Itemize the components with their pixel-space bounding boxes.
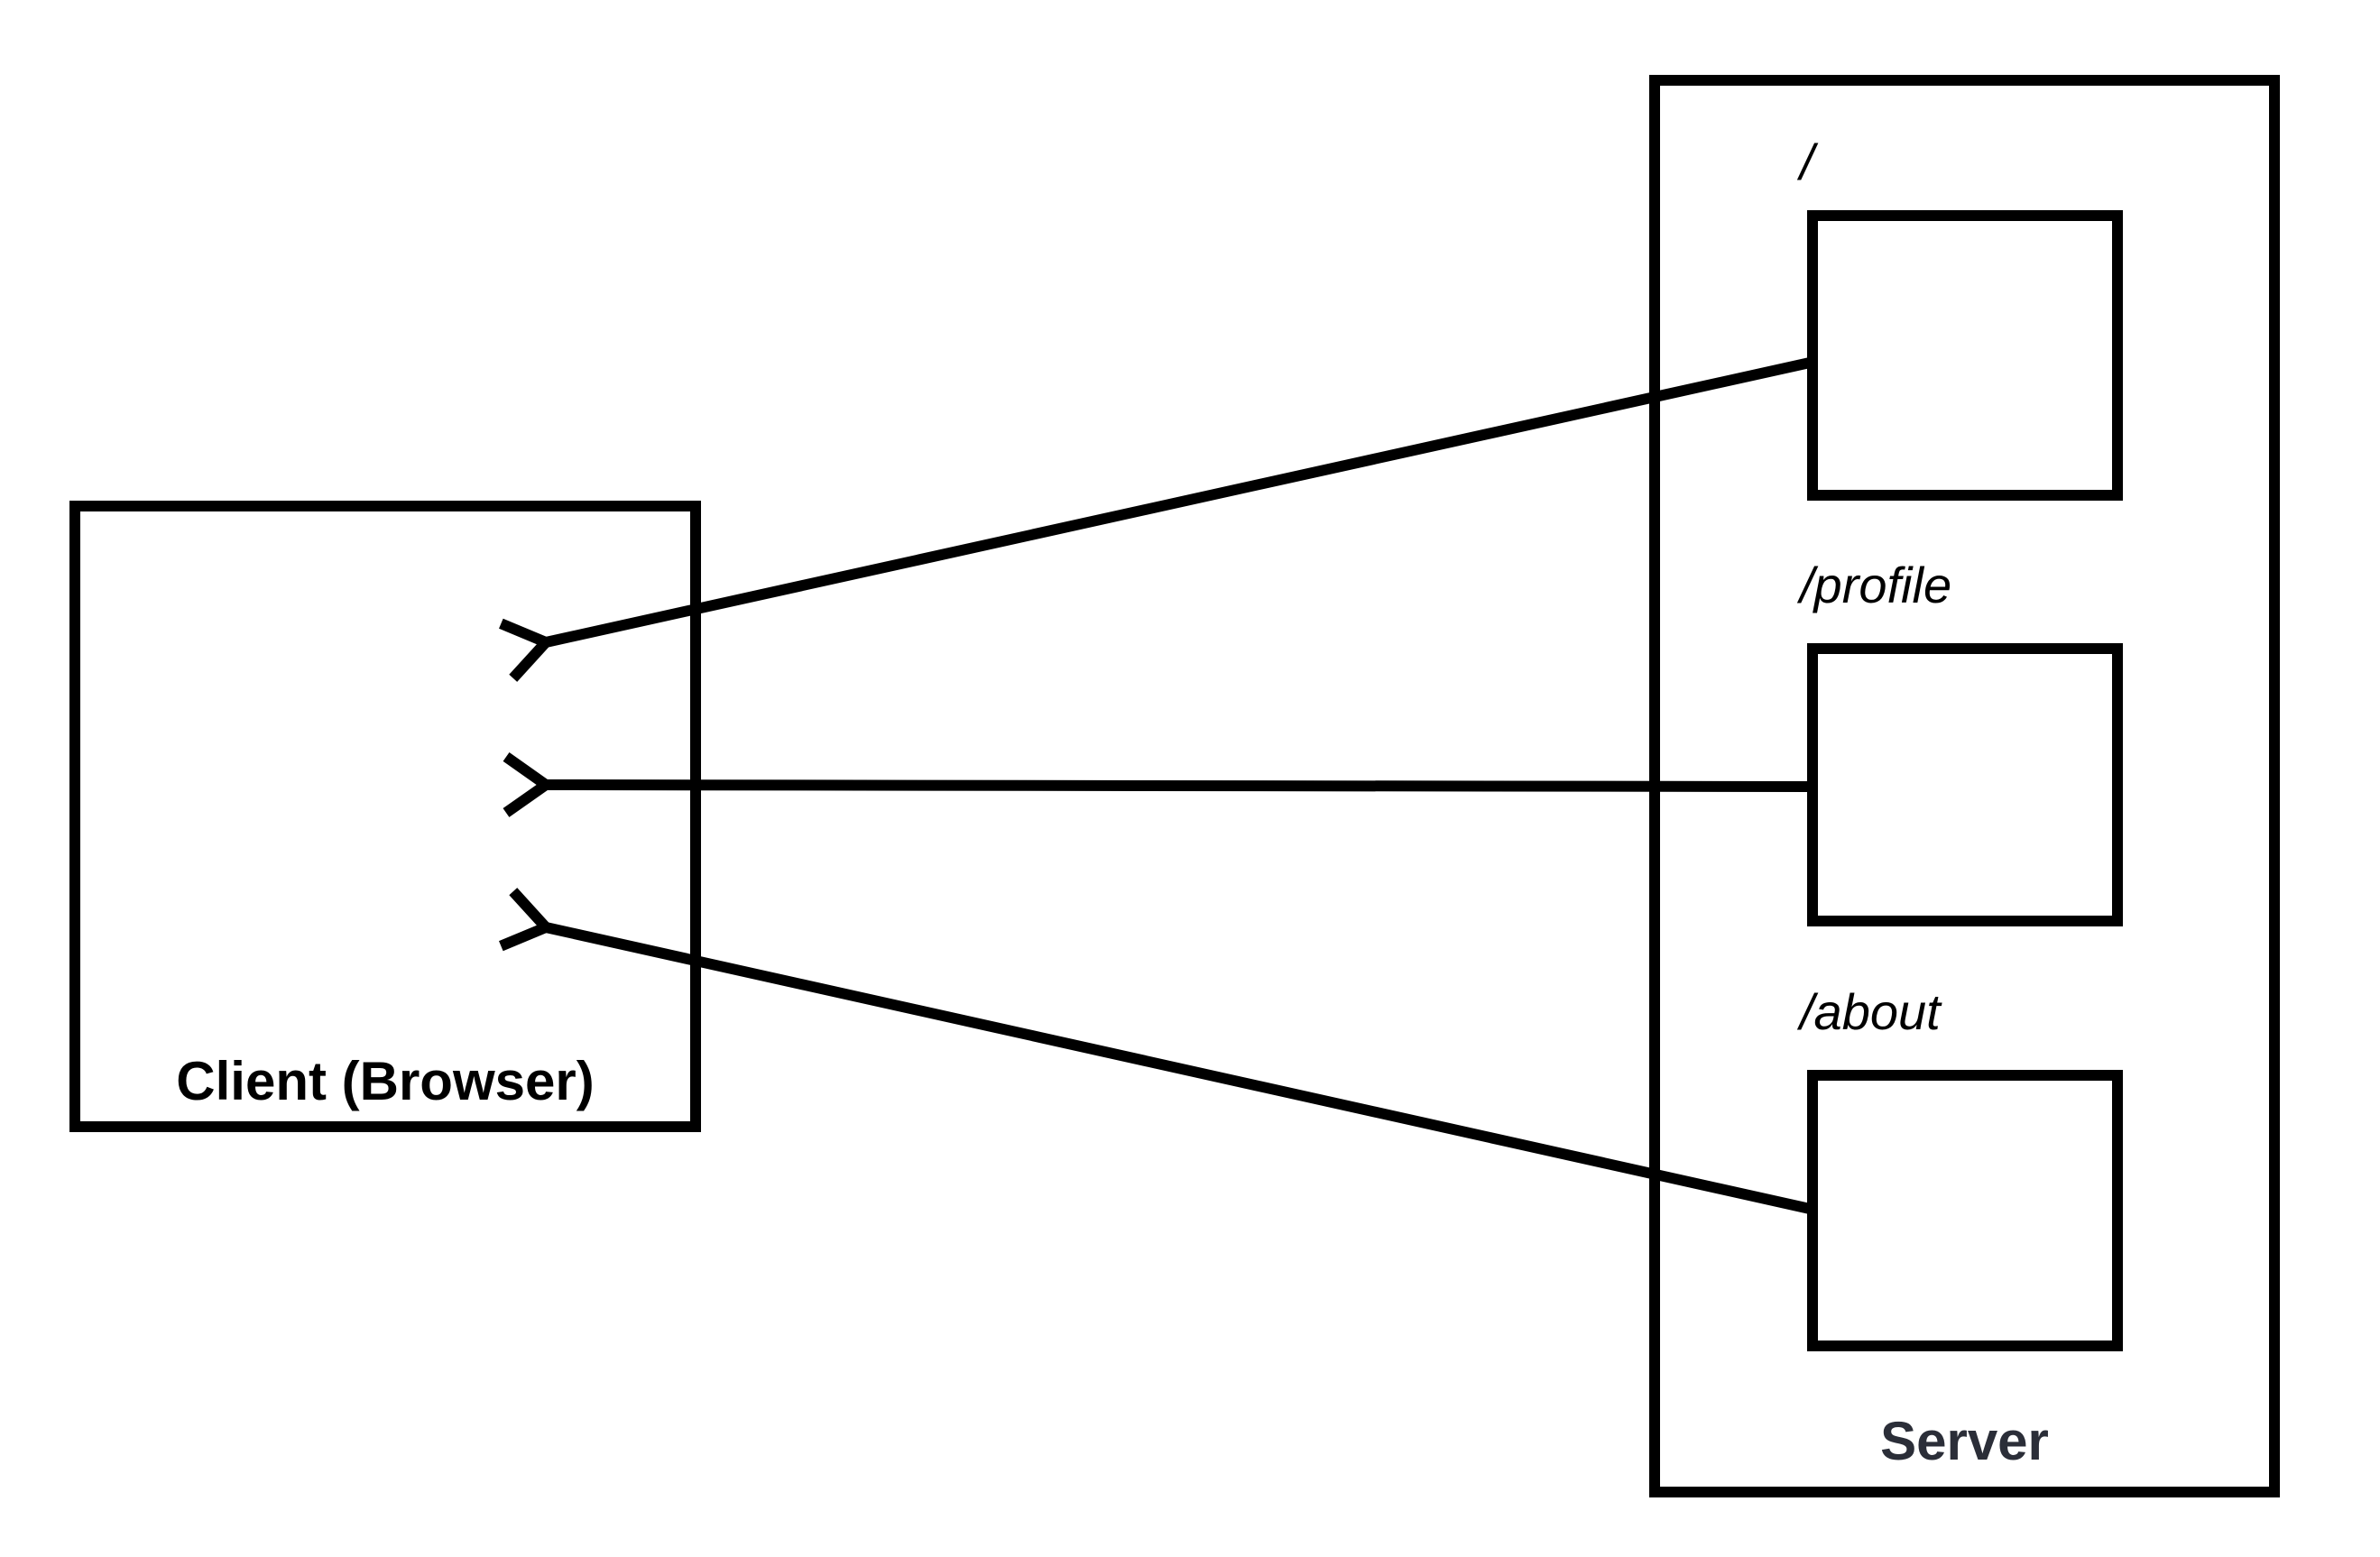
route-label-about: /about xyxy=(1800,983,1941,1040)
route-label-root: / xyxy=(1800,134,1814,190)
arrow-about-to-client xyxy=(499,888,1812,1214)
client-box: Client (Browser) xyxy=(69,501,701,1132)
arrow-profile-to-client xyxy=(503,752,1811,817)
route-box-about xyxy=(1807,1070,2123,1351)
route-label-profile: /profile xyxy=(1800,557,1952,613)
client-label: Client (Browser) xyxy=(176,1051,595,1111)
arrow-root-to-client xyxy=(499,357,1812,682)
route-box-profile xyxy=(1807,643,2123,926)
route-box-root xyxy=(1807,210,2123,501)
server-label: Server xyxy=(1880,1411,2049,1471)
